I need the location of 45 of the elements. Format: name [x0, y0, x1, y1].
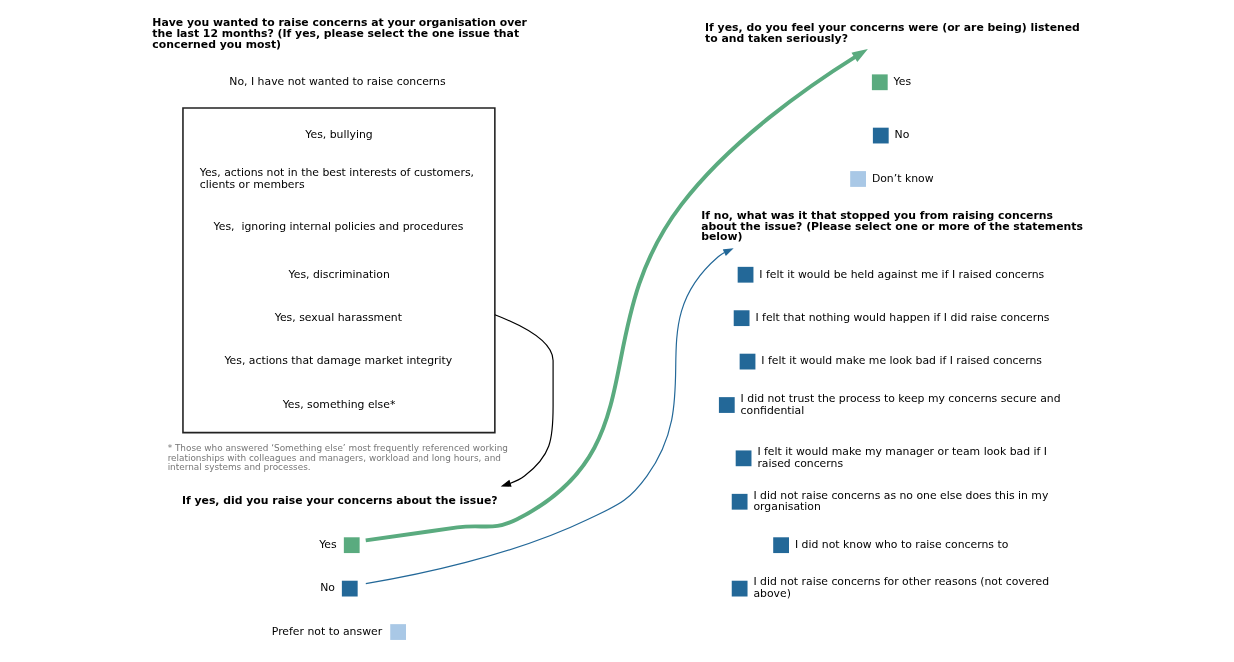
node-box: [731, 580, 748, 597]
node-label: I felt it would be held against me if I raised concerns: [759, 267, 1045, 281]
node-box: [872, 127, 889, 144]
arrow: [365, 248, 734, 585]
node-box: [718, 397, 735, 413]
node-label: I did not raise concerns for other reasons (not covered above): [753, 575, 1050, 601]
cluster: [182, 107, 496, 434]
node-label: Don’t know: [871, 171, 934, 185]
node-box: [739, 353, 756, 370]
node-box: [733, 310, 750, 327]
node-text: Have you wanted to raise concerns at your organisation over the last 12 months? (If yes, please select the one issue that concerned you most): [152, 16, 527, 52]
node-box: [737, 266, 754, 283]
node-text: Yes, sexual harassment: [274, 310, 402, 324]
node-label: No: [894, 128, 910, 142]
node-label: I did not know who to raise concerns to: [794, 537, 1009, 551]
node-label: No: [320, 581, 335, 595]
node-text: Yes, actions that damage market integrity: [224, 354, 453, 368]
node-box: [735, 450, 752, 467]
arrow: [365, 49, 868, 543]
node-text: If yes, do you feel your concerns were (or are being) listened to and taken seriously?: [705, 21, 1080, 46]
node-label: I felt it would make my manager or team look bad if I raised concerns: [757, 445, 1047, 471]
node-text: Yes, actions not in the best interests of customers, clients or members: [199, 165, 475, 191]
node-label: I felt it would make me look bad if I raised concerns: [761, 354, 1042, 368]
node-text: If no, what was it that stopped you from raising concerns about the issue? (Please select one or more of the statements below): [701, 208, 1083, 244]
node-label: Yes: [893, 75, 912, 89]
node-text: Yes, something else*: [282, 397, 396, 411]
node-label: Prefer not to answer: [271, 624, 383, 638]
node-text: Yes, ignoring internal policies and procedures: [213, 219, 464, 233]
node-text: If yes, did you raise your concerns about the issue?: [181, 493, 498, 507]
node-text: Yes, discrimination: [288, 267, 390, 281]
node-label: Yes: [319, 537, 337, 551]
node-box: [731, 493, 748, 510]
node-box: [343, 537, 360, 554]
node-label: I did not raise concerns as no one else does this in my organisation: [753, 488, 1049, 514]
node-box: [871, 74, 888, 91]
node-label: I felt that nothing would happen if I did raise concerns: [755, 310, 1050, 324]
node-box: [341, 580, 358, 597]
arrow: [494, 314, 554, 487]
node-box: [390, 624, 407, 640]
node-text: No, I have not wanted to raise concerns: [229, 75, 446, 89]
node-box: [773, 537, 789, 554]
node-text: Yes, bullying: [305, 128, 373, 142]
node-label: * Those who answered ‘Something else’ most frequently referenced working relationships with colleagues and managers, workload and long hours, and internal systems and processes.: [167, 442, 508, 473]
node-box: [850, 171, 866, 187]
node-label: I did not trust the process to keep my concerns secure and confidential: [740, 391, 1061, 417]
